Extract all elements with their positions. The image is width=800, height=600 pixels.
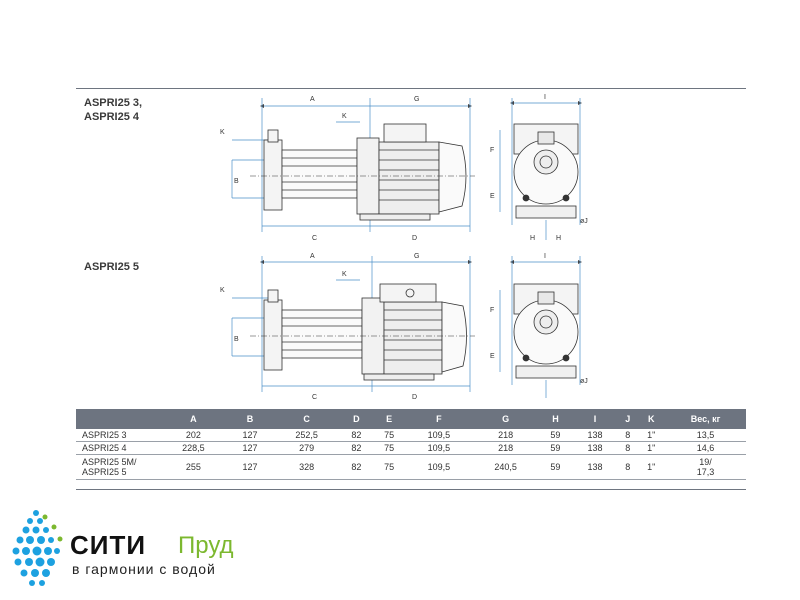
header-cell: B: [226, 409, 274, 429]
table-cell: 240,5: [472, 454, 540, 480]
bottom-front-view: [499, 256, 583, 398]
dim-k-left-bottom: K: [220, 287, 225, 294]
table-cell: 127: [226, 454, 274, 480]
header-cell: K: [637, 409, 666, 429]
header-cell: D: [340, 409, 373, 429]
bottom-model-label: ASPRI25 5: [84, 261, 140, 273]
top-front-view: [499, 98, 583, 240]
table-cell: 138: [571, 441, 619, 455]
technical-drawing: A G K K B C D I F E H H øJ: [220, 94, 588, 401]
header-cell: [76, 409, 160, 429]
table-cell: 14,6: [665, 441, 746, 455]
table-cell: 127: [226, 441, 274, 455]
header-cell: C: [273, 409, 341, 429]
brand-name: СИТИ: [70, 530, 147, 560]
header-cell: I: [571, 409, 619, 429]
table-cell: ASPRI25 4: [76, 441, 160, 455]
table-cell: 328: [273, 454, 341, 480]
table-cell: 127: [226, 429, 274, 442]
header-cell: E: [372, 409, 406, 429]
dim-e-bottom: E: [490, 353, 495, 360]
table-header-row: A B C D E F G H I J K Вес, кг: [76, 409, 746, 429]
table-cell: 1": [637, 441, 666, 455]
bottom-side-view: [231, 256, 475, 392]
header-cell: A: [160, 409, 227, 429]
table-cell: 279: [273, 441, 341, 455]
table-cell: 8: [618, 429, 638, 442]
drawing-frame: [76, 88, 746, 490]
table-cell: 59: [539, 429, 572, 442]
dim-g-bottom: G: [414, 253, 419, 260]
table-cell: 202: [160, 429, 227, 442]
table-cell: 75: [372, 429, 406, 442]
dim-e-top: E: [490, 193, 495, 200]
dim-b-bottom: B: [234, 336, 239, 343]
brand-tagline: в гармонии с водой: [72, 561, 216, 577]
dim-d-top: D: [412, 235, 417, 242]
dim-k-top: K: [342, 113, 347, 120]
table-cell: 218: [472, 441, 540, 455]
dim-j-bottom: øJ: [580, 378, 588, 385]
dim-c-bottom: C: [312, 394, 317, 401]
table-cell: 255: [160, 454, 227, 480]
dim-h1-top: H: [530, 235, 535, 242]
header-cell: J: [618, 409, 638, 429]
dim-h2-top: H: [556, 235, 561, 242]
table-cell: 109,5: [405, 454, 473, 480]
top-side-view: [231, 98, 475, 232]
table-row: ASPRI25 4 228,5 127 279 82 75 109,5 218 …: [76, 441, 746, 455]
table-cell: 109,5: [405, 441, 473, 455]
table-cell: 13,5: [665, 429, 746, 442]
table-row: ASPRI25 3 202 127 252,5 82 75 109,5 218 …: [76, 429, 746, 442]
table-cell: 1": [637, 429, 666, 442]
dim-f-bottom: F: [490, 307, 494, 314]
dim-c-top: C: [312, 235, 317, 242]
dim-d-bottom: D: [412, 394, 417, 401]
header-cell: Вес, кг: [665, 409, 746, 429]
brand-name-accent: Пруд: [178, 532, 234, 559]
table-cell: 59: [539, 441, 572, 455]
table-cell: 138: [571, 454, 619, 480]
dim-g-top: G: [414, 96, 419, 103]
header-cell: G: [472, 409, 540, 429]
header-cell: F: [405, 409, 473, 429]
dim-f-top: F: [490, 147, 494, 154]
header-cell: H: [539, 409, 572, 429]
table-cell: 228,5: [160, 441, 227, 455]
dim-a-top: A: [310, 96, 315, 103]
table-cell: 138: [571, 429, 619, 442]
table-cell: 218: [472, 429, 540, 442]
table-cell: 59: [539, 454, 572, 480]
dim-k-bottom: K: [342, 271, 347, 278]
table-cell: 82: [340, 429, 373, 442]
table-cell: 82: [340, 441, 373, 455]
dim-b-top: B: [234, 178, 239, 185]
table-cell: 82: [340, 454, 373, 480]
table-cell: ASPRI25 3: [76, 429, 160, 442]
water-drop-logo-icon: [12, 510, 63, 586]
top-model-label: ASPRI25 3, ASPRI25 4: [84, 97, 143, 123]
table-cell: 109,5: [405, 429, 473, 442]
table-cell: 8: [618, 454, 638, 480]
spec-table: A B C D E F G H I J K Вес, кг ASPRI25 3 …: [76, 409, 746, 480]
table-cell: 75: [372, 454, 406, 480]
table-cell: 75: [372, 441, 406, 455]
table-cell: 1": [637, 454, 666, 480]
table-cell: ASPRI25 5M/ ASPRI25 5: [76, 454, 160, 480]
table-cell: 252,5: [273, 429, 341, 442]
dim-i-top: I: [544, 94, 546, 101]
dim-a-bottom: A: [310, 253, 315, 260]
dim-j-top: øJ: [580, 218, 588, 225]
dim-i-bottom: I: [544, 253, 546, 260]
dim-k-left-top: K: [220, 129, 225, 136]
table-cell: 8: [618, 441, 638, 455]
table-cell: 19/ 17,3: [665, 454, 746, 480]
table-row: ASPRI25 5M/ ASPRI25 5 255 127 328 82 75 …: [76, 454, 746, 480]
